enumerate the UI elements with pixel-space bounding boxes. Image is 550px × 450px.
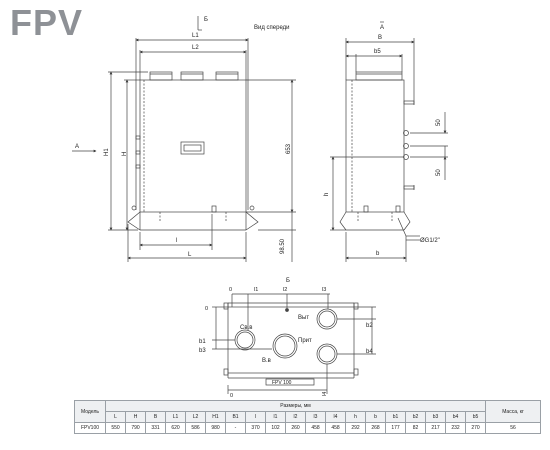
value-cell-l4: 458 — [325, 422, 346, 434]
section-b-marker: Б — [204, 17, 208, 23]
value-cell-l2: 586 — [185, 422, 206, 434]
dim-L2: L2 — [192, 45, 199, 51]
plan-b1: b1 — [199, 339, 206, 345]
arrow-a-label: А — [75, 144, 79, 150]
plan-b3: b3 — [199, 348, 206, 354]
plan-zero-left: 0 — [205, 306, 208, 312]
front-view-label: Вид спереди — [254, 25, 290, 31]
column-header-l2: l2 — [285, 411, 306, 423]
value-cell-l2: 260 — [285, 422, 306, 434]
product-title: FPV — [10, 2, 84, 43]
column-header-b4: b4 — [445, 411, 466, 423]
dim-H: H — [122, 152, 128, 156]
value-cell-b1: 177 — [385, 422, 406, 434]
dim-98-50: 98.50 — [280, 238, 286, 254]
column-header-b5: b5 — [465, 411, 486, 423]
model-cell: FPV100 — [74, 422, 106, 434]
model-header: Модель — [74, 400, 106, 423]
column-header-b: B — [145, 411, 166, 423]
column-header-l1: L1 — [165, 411, 186, 423]
dim-B: B — [378, 35, 382, 41]
dim-b5: b5 — [374, 49, 381, 55]
value-cell-l: 370 — [245, 422, 266, 434]
value-cell-l1: 620 — [165, 422, 186, 434]
side-view — [330, 21, 448, 262]
mass-cell: 56 — [485, 422, 541, 434]
column-header-h: h — [345, 411, 366, 423]
column-header-l2: L2 — [185, 411, 206, 423]
value-cell-h1: 980 — [205, 422, 226, 434]
dim-653: 653 — [286, 143, 292, 154]
plan-l4: l4 — [322, 392, 328, 396]
column-header-l: L — [105, 411, 126, 423]
column-header-b3: b3 — [425, 411, 446, 423]
value-cell-b2: 82 — [405, 422, 426, 434]
plan-b2: b2 — [366, 323, 373, 329]
value-cell-l: 550 — [105, 422, 126, 434]
port-label-prit: Прит — [298, 338, 312, 344]
plan-l3: l3 — [322, 287, 326, 293]
dim-50-upper: 50 — [436, 119, 442, 126]
value-cell-b: 268 — [365, 422, 386, 434]
value-cell-h: 292 — [345, 422, 366, 434]
value-cell-b4: 232 — [445, 422, 466, 434]
dim-h: h — [324, 193, 330, 196]
front-view — [72, 16, 296, 262]
column-header-h: H — [125, 411, 146, 423]
dim-L1: L1 — [192, 33, 199, 39]
spec-table-header-row: Модель Размеры, мм Масса, кг — [74, 400, 541, 423]
column-header-b: b — [365, 411, 386, 423]
plan-l2: l2 — [283, 287, 287, 293]
plan-section-b: Б — [286, 278, 290, 284]
value-cell-l1: 102 — [265, 422, 286, 434]
value-cell-b3: 217 — [425, 422, 446, 434]
dim-L: L — [188, 252, 192, 258]
value-cell-b5: 270 — [465, 422, 486, 434]
column-header-l1: l1 — [265, 411, 286, 423]
plan-nameplate: FPV 100 — [272, 380, 292, 386]
plan-zero-bottom: 0 — [230, 393, 233, 399]
value-cell-l3: 458 — [305, 422, 326, 434]
column-header-b1: B1 — [225, 411, 246, 423]
section-a-marker: А — [380, 25, 384, 31]
column-header-b2: b2 — [405, 411, 426, 423]
column-header-l: l — [245, 411, 266, 423]
plan-b4: b4 — [366, 349, 373, 355]
dims-header: Размеры, мм — [105, 400, 486, 412]
column-header-l4: l4 — [325, 411, 346, 423]
dim-b: b — [376, 251, 380, 257]
port-label-sa-v: Св.в — [240, 325, 252, 331]
value-cell-b: 331 — [145, 422, 166, 434]
dim-l: l — [176, 238, 177, 244]
plan-zero-top: 0 — [229, 287, 232, 293]
plan-view — [212, 293, 376, 394]
port-label-v-v: В.в — [262, 358, 271, 364]
dim-g12: ØG1/2" — [420, 238, 440, 244]
value-cell-b1: - — [225, 422, 246, 434]
port-label-vyt: Выт — [298, 315, 309, 321]
dim-50-lower: 50 — [436, 169, 442, 176]
mass-header: Масса, кг — [485, 400, 541, 423]
column-header-b1: b1 — [385, 411, 406, 423]
value-cell-h: 790 — [125, 422, 146, 434]
plan-l1: l1 — [254, 287, 258, 293]
column-header-h1: H1 — [205, 411, 226, 423]
dim-H1: H1 — [104, 148, 110, 156]
column-header-l3: l3 — [305, 411, 326, 423]
